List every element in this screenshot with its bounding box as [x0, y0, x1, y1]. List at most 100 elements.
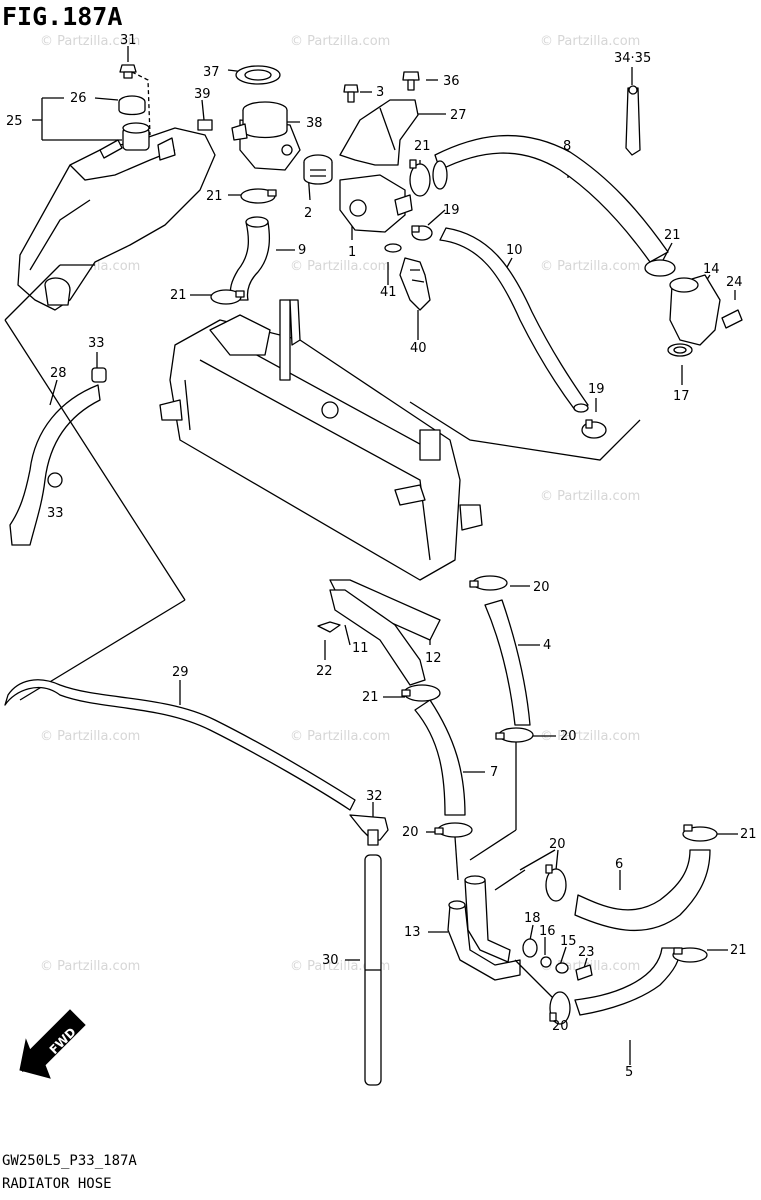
bolt-22: [317, 621, 341, 633]
watermark: © Partzilla.com: [40, 959, 140, 974]
clamp-21-lower: [210, 289, 245, 305]
grommet-18: [522, 938, 538, 958]
hose-29: [4, 679, 356, 811]
callout-36[interactable]: 36: [443, 74, 460, 89]
callout-39[interactable]: 39: [194, 87, 211, 102]
callout-21[interactable]: 21: [362, 690, 379, 705]
bolt-3: [343, 84, 359, 103]
reservoir-cap: [118, 95, 146, 116]
callout-21[interactable]: 21: [730, 943, 747, 958]
callout-labels: 31 26 25 37 39 38 3 36 27 34·35 8 21 21 …: [6, 33, 757, 1080]
callout-16[interactable]: 16: [539, 924, 556, 939]
fwd-arrow: FWD: [19, 1009, 86, 1079]
callout-28[interactable]: 28: [50, 366, 67, 381]
callout-19[interactable]: 19: [588, 382, 605, 397]
clamp-21-hose6: [682, 824, 718, 842]
callout-19[interactable]: 19: [443, 203, 460, 218]
watermark: © Partzilla.com: [290, 729, 390, 744]
watermark: © Partzilla.com: [540, 259, 640, 274]
hose-joint-32: [349, 814, 389, 846]
callout-5[interactable]: 5: [625, 1065, 633, 1080]
callout-22[interactable]: 22: [316, 664, 333, 679]
clamp-20-hose5: [549, 991, 571, 1025]
callout-27[interactable]: 27: [450, 108, 467, 123]
hose-4: [484, 599, 531, 726]
callout-9[interactable]: 9: [298, 243, 306, 258]
washer-15: [555, 962, 569, 974]
callout-15[interactable]: 15: [560, 934, 577, 949]
callout-40[interactable]: 40: [410, 341, 427, 356]
callout-14[interactable]: 14: [703, 262, 720, 277]
callout-20[interactable]: 20: [533, 580, 550, 595]
callout-18[interactable]: 18: [524, 911, 541, 926]
clamp-20-mid: [495, 727, 534, 743]
callout-2[interactable]: 2: [304, 206, 312, 221]
callout-7[interactable]: 7: [490, 765, 498, 780]
callout-17[interactable]: 17: [673, 389, 690, 404]
bracket-27: [339, 99, 419, 166]
leader-lines: [32, 46, 738, 1065]
figure-title: FIG.187A: [2, 2, 123, 31]
callout-23[interactable]: 23: [578, 945, 595, 960]
callout-29[interactable]: 29: [172, 665, 189, 680]
hose-30: [364, 854, 382, 1086]
temperature-sensor: [384, 243, 431, 311]
callout-4[interactable]: 4: [543, 638, 551, 653]
callout-38[interactable]: 38: [306, 116, 323, 131]
parts-diagram: © Partzilla.com © Partzilla.com © Partzi…: [4, 33, 757, 1086]
clamp-21-hose8: [409, 159, 431, 197]
radiator: [159, 299, 483, 581]
watermark: © Partzilla.com: [40, 34, 140, 49]
callout-21[interactable]: 21: [170, 288, 187, 303]
callout-1[interactable]: 1: [348, 245, 356, 260]
callout-20[interactable]: 20: [549, 837, 566, 852]
hose-union-14: [644, 259, 743, 357]
hose-9: [229, 216, 271, 301]
model-code: GW250L5_P33_187A: [2, 1153, 137, 1169]
callout-33[interactable]: 33: [88, 336, 105, 351]
clamp-21-hose7: [401, 684, 441, 702]
callout-37[interactable]: 37: [203, 65, 220, 80]
hose-8: [432, 134, 669, 263]
clamp-21-upper: [240, 188, 277, 204]
hose-6: [574, 849, 711, 931]
callout-20[interactable]: 20: [552, 1019, 569, 1034]
callout-26[interactable]: 26: [70, 91, 87, 106]
callout-20[interactable]: 20: [402, 825, 419, 840]
callout-20[interactable]: 20: [560, 729, 577, 744]
callout-34-35[interactable]: 34·35: [614, 51, 651, 66]
hose-28: [9, 384, 101, 546]
callout-25[interactable]: 25: [6, 114, 23, 129]
clamp-20-top: [469, 575, 508, 591]
callout-10[interactable]: 10: [506, 243, 523, 258]
callout-21[interactable]: 21: [664, 228, 681, 243]
callout-21[interactable]: 21: [740, 827, 757, 842]
callout-6[interactable]: 6: [615, 857, 623, 872]
callout-11[interactable]: 11: [352, 641, 369, 656]
callout-13[interactable]: 13: [404, 925, 421, 940]
callout-30[interactable]: 30: [322, 953, 339, 968]
filler-neck: [197, 65, 301, 171]
callout-21[interactable]: 21: [206, 189, 223, 204]
watermark: © Partzilla.com: [540, 34, 640, 49]
callout-12[interactable]: 12: [425, 651, 442, 666]
bolt-31: [119, 64, 137, 79]
clamp-19-upper: [411, 225, 433, 241]
watermark: © Partzilla.com: [290, 34, 390, 49]
bolt-36: [402, 71, 420, 91]
reservoir-tank: [17, 122, 216, 311]
callout-8[interactable]: 8: [563, 139, 571, 154]
callout-3[interactable]: 3: [376, 85, 384, 100]
clamp-21-hose5: [672, 947, 708, 963]
callout-31[interactable]: 31: [120, 33, 137, 48]
callout-41[interactable]: 41: [380, 285, 397, 300]
callout-21[interactable]: 21: [414, 139, 431, 154]
clamp-20-hose7: [434, 822, 473, 838]
callout-32[interactable]: 32: [366, 789, 383, 804]
callout-33[interactable]: 33: [47, 506, 64, 521]
thermostat-housing: [339, 174, 413, 233]
watermark: © Partzilla.com: [540, 489, 640, 504]
callout-24[interactable]: 24: [726, 275, 743, 290]
bracket-34-35: [625, 85, 641, 156]
watermark: © Partzilla.com: [40, 729, 140, 744]
